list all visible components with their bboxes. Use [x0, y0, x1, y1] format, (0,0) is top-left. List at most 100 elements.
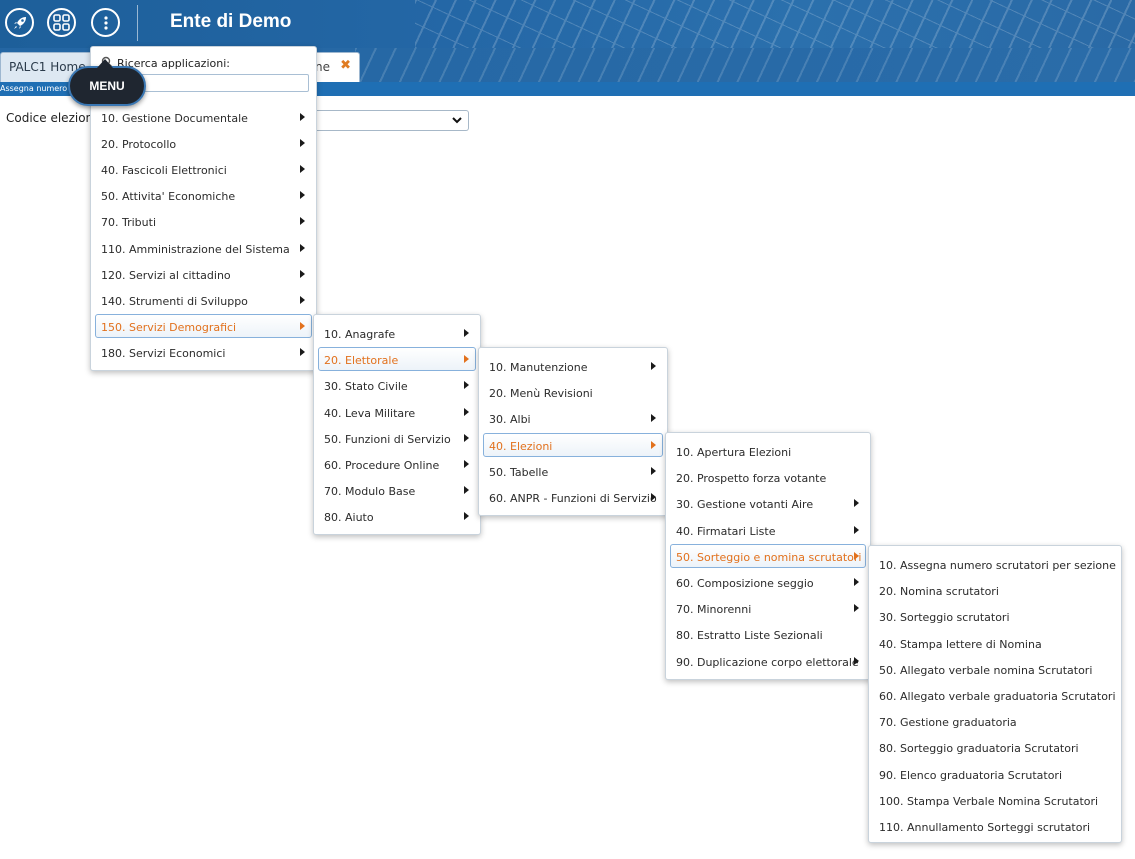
- menu-item-label: 30. Sorteggio scrutatori: [879, 611, 1010, 625]
- submenu-arrow-icon: [300, 243, 305, 252]
- menu-item[interactable]: 40. Stampa lettere di Nomina: [873, 631, 1117, 655]
- menu-item[interactable]: 90. Elenco graduatoria Scrutatori: [873, 762, 1117, 786]
- menu-item-label: 110. Amministrazione del Sistema: [101, 242, 290, 256]
- chevron-down-icon: [452, 117, 462, 124]
- menu-item[interactable]: 10. Assegna numero scrutatori per sezion…: [873, 552, 1117, 576]
- menu-item-label: 40. Fascicoli Elettronici: [101, 164, 227, 178]
- more-options-button[interactable]: [91, 8, 120, 37]
- submenu-arrow-icon: [854, 578, 859, 586]
- menu-item[interactable]: 70. Tributi: [95, 209, 312, 233]
- menu-item[interactable]: 40. Fascicoli Elettronici: [95, 157, 312, 181]
- menu-item[interactable]: 60. Procedure Online: [318, 452, 476, 476]
- menu-item[interactable]: 60. ANPR - Funzioni di Servizio: [483, 485, 663, 509]
- menu-item-label: 40. Firmatari Liste: [676, 524, 776, 538]
- menu-item[interactable]: 110. Amministrazione del Sistema: [95, 236, 312, 260]
- menu-item[interactable]: 60. Composizione seggio: [670, 570, 866, 594]
- codice-elezione-label: Codice elezione: [6, 111, 101, 125]
- menu-item[interactable]: 50. Allegato verbale nomina Scrutatori: [873, 657, 1117, 681]
- menu-item[interactable]: 50. Sorteggio e nomina scrutatori: [670, 543, 866, 568]
- submenu-arrow-icon: [464, 512, 469, 521]
- menu-item-label: 60. Procedure Online: [324, 459, 440, 472]
- menu-item[interactable]: 40. Elezioni: [483, 432, 663, 457]
- menu-item[interactable]: 70. Minorenni: [670, 596, 866, 620]
- menu-item[interactable]: 80. Sorteggio graduatoria Scrutatori: [873, 735, 1117, 759]
- menu-item-label: 40. Leva Militare: [324, 406, 416, 420]
- menu-item[interactable]: 80. Aiuto: [318, 504, 476, 528]
- menu-item-label: 70. Minorenni: [676, 603, 752, 617]
- submenu-arrow-icon: [300, 295, 305, 304]
- menu-item-label: 60. Composizione seggio: [676, 577, 814, 590]
- menu-item[interactable]: 140. Strumenti di Sviluppo: [95, 288, 312, 312]
- menu-item-label: 50. Sorteggio e nomina scrutatori: [676, 550, 862, 564]
- menu-item[interactable]: 180. Servizi Economici: [95, 340, 312, 364]
- menu-item-label: 40. Stampa lettere di Nomina: [879, 637, 1042, 651]
- menu-item[interactable]: 80. Estratto Liste Sezionali: [670, 622, 866, 646]
- menu-item-label: 20. Prospetto forza votante: [676, 472, 827, 486]
- rocket-button[interactable]: [5, 8, 34, 37]
- menu-item[interactable]: 30. Sorteggio scrutatori: [873, 604, 1117, 628]
- menu-item-label: 70. Tributi: [101, 216, 156, 230]
- menu-item[interactable]: 110. Annullamento Sorteggi scrutatori: [873, 814, 1117, 838]
- menu-item-label: 10. Manutenzione: [489, 361, 588, 374]
- app-title: Ente di Demo: [170, 11, 292, 32]
- submenu-arrow-icon: [464, 407, 469, 416]
- submenu-arrow-icon: [300, 165, 305, 174]
- submenu-arrow-icon: [300, 113, 305, 121]
- submenu-arrow-icon: [464, 329, 469, 337]
- menu-item-label: 140. Strumenti di Sviluppo: [101, 294, 248, 308]
- menu-item[interactable]: 20. Menù Revisioni: [483, 380, 663, 404]
- tabstrip-pattern: [355, 48, 1135, 82]
- menu-item-label: 20. Nomina scrutatori: [879, 585, 999, 599]
- menu-item-label: 50. Tabelle: [489, 465, 549, 479]
- tab-active-label: ne: [315, 60, 330, 74]
- menu-item[interactable]: 40. Leva Militare: [318, 400, 476, 424]
- menu-item-label: 90. Duplicazione corpo elettorale: [676, 655, 859, 669]
- submenu-arrow-icon: [300, 269, 305, 278]
- apps-grid-button[interactable]: [47, 8, 76, 37]
- menu-item-label: 30. Stato Civile: [324, 380, 408, 394]
- menu-item[interactable]: 20. Elettorale: [318, 347, 476, 372]
- more-vertical-icon: [103, 15, 108, 30]
- menu-item[interactable]: 60. Allegato verbale graduatoria Scrutat…: [873, 683, 1117, 707]
- menu-item-label: 40. Elezioni: [489, 439, 553, 453]
- submenu-arrow-icon: [300, 191, 305, 200]
- submenu-arrow-icon: [854, 499, 859, 508]
- menu-item[interactable]: 70. Modulo Base: [318, 478, 476, 502]
- menu-item[interactable]: 30. Gestione votanti Aire: [670, 491, 866, 515]
- menu-item-label: 80. Estratto Liste Sezionali: [676, 629, 823, 643]
- menu-item-label: 100. Stampa Verbale Nomina Scrutatori: [879, 794, 1099, 808]
- menu-item[interactable]: 30. Stato Civile: [318, 373, 476, 397]
- search-input[interactable]: [117, 74, 309, 92]
- menu-item[interactable]: 120. Servizi al cittadino: [95, 262, 312, 286]
- menu-item[interactable]: 20. Prospetto forza votante: [670, 465, 866, 489]
- menu-item[interactable]: 100. Stampa Verbale Nomina Scrutatori: [873, 788, 1117, 812]
- menu-item[interactable]: 10. Gestione Documentale: [95, 105, 312, 129]
- menu-item[interactable]: 10. Apertura Elezioni: [670, 439, 866, 463]
- menu-item[interactable]: 150. Servizi Demografici: [95, 313, 312, 338]
- menu-item-label: 50. Allegato verbale nomina Scrutatori: [879, 663, 1093, 677]
- menu-item[interactable]: 40. Firmatari Liste: [670, 518, 866, 542]
- menu-item[interactable]: 70. Gestione graduatoria: [873, 709, 1117, 733]
- menu-item[interactable]: 50. Tabelle: [483, 459, 663, 483]
- launcher-menu: Ricerca applicazioni: 10. Gestione Docum…: [90, 46, 317, 371]
- close-icon[interactable]: ✖: [340, 58, 351, 73]
- menu-tooltip-badge: MENU: [68, 59, 146, 106]
- submenu-arrow-icon: [651, 440, 656, 449]
- submenu-arrow-icon: [464, 486, 469, 495]
- menu-item[interactable]: 20. Nomina scrutatori: [873, 578, 1117, 602]
- menu-item[interactable]: 20. Protocollo: [95, 131, 312, 155]
- menu-item-label: 20. Menù Revisioni: [489, 387, 593, 401]
- menu-item[interactable]: 10. Anagrafe: [318, 321, 476, 345]
- menu-item[interactable]: 10. Manutenzione: [483, 354, 663, 378]
- menu-item[interactable]: 30. Albi: [483, 406, 663, 430]
- menu-item-label: 90. Elenco graduatoria Scrutatori: [879, 768, 1063, 782]
- menu-item[interactable]: 50. Attivita' Economiche: [95, 183, 312, 207]
- header-pattern: [415, 0, 1135, 48]
- codice-elezione-select[interactable]: [310, 110, 469, 131]
- submenu-arrow-icon: [300, 139, 305, 148]
- menu-item-label: 110. Annullamento Sorteggi scrutatori: [879, 821, 1091, 834]
- menu-item[interactable]: 50. Funzioni di Servizio: [318, 426, 476, 450]
- subbar-text: Assegna numero sc: [0, 84, 79, 93]
- menu-item[interactable]: 90. Duplicazione corpo elettorale: [670, 649, 866, 673]
- submenu-arrow-icon: [854, 525, 859, 534]
